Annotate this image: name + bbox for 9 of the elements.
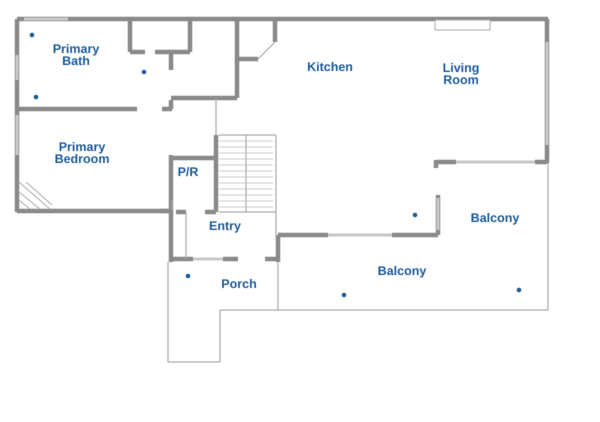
room-label: Balcony — [470, 212, 520, 224]
room-label: Entry — [208, 220, 242, 232]
room-label: Porch — [220, 278, 258, 290]
room-label: Kitchen — [306, 61, 354, 73]
room-label: Balcony — [376, 265, 428, 277]
room-label: Living Room — [442, 62, 480, 86]
room-label: P/R — [176, 166, 200, 178]
room-label: Primary Bedroom — [54, 141, 110, 165]
room-label: Primary Bath — [52, 43, 100, 67]
